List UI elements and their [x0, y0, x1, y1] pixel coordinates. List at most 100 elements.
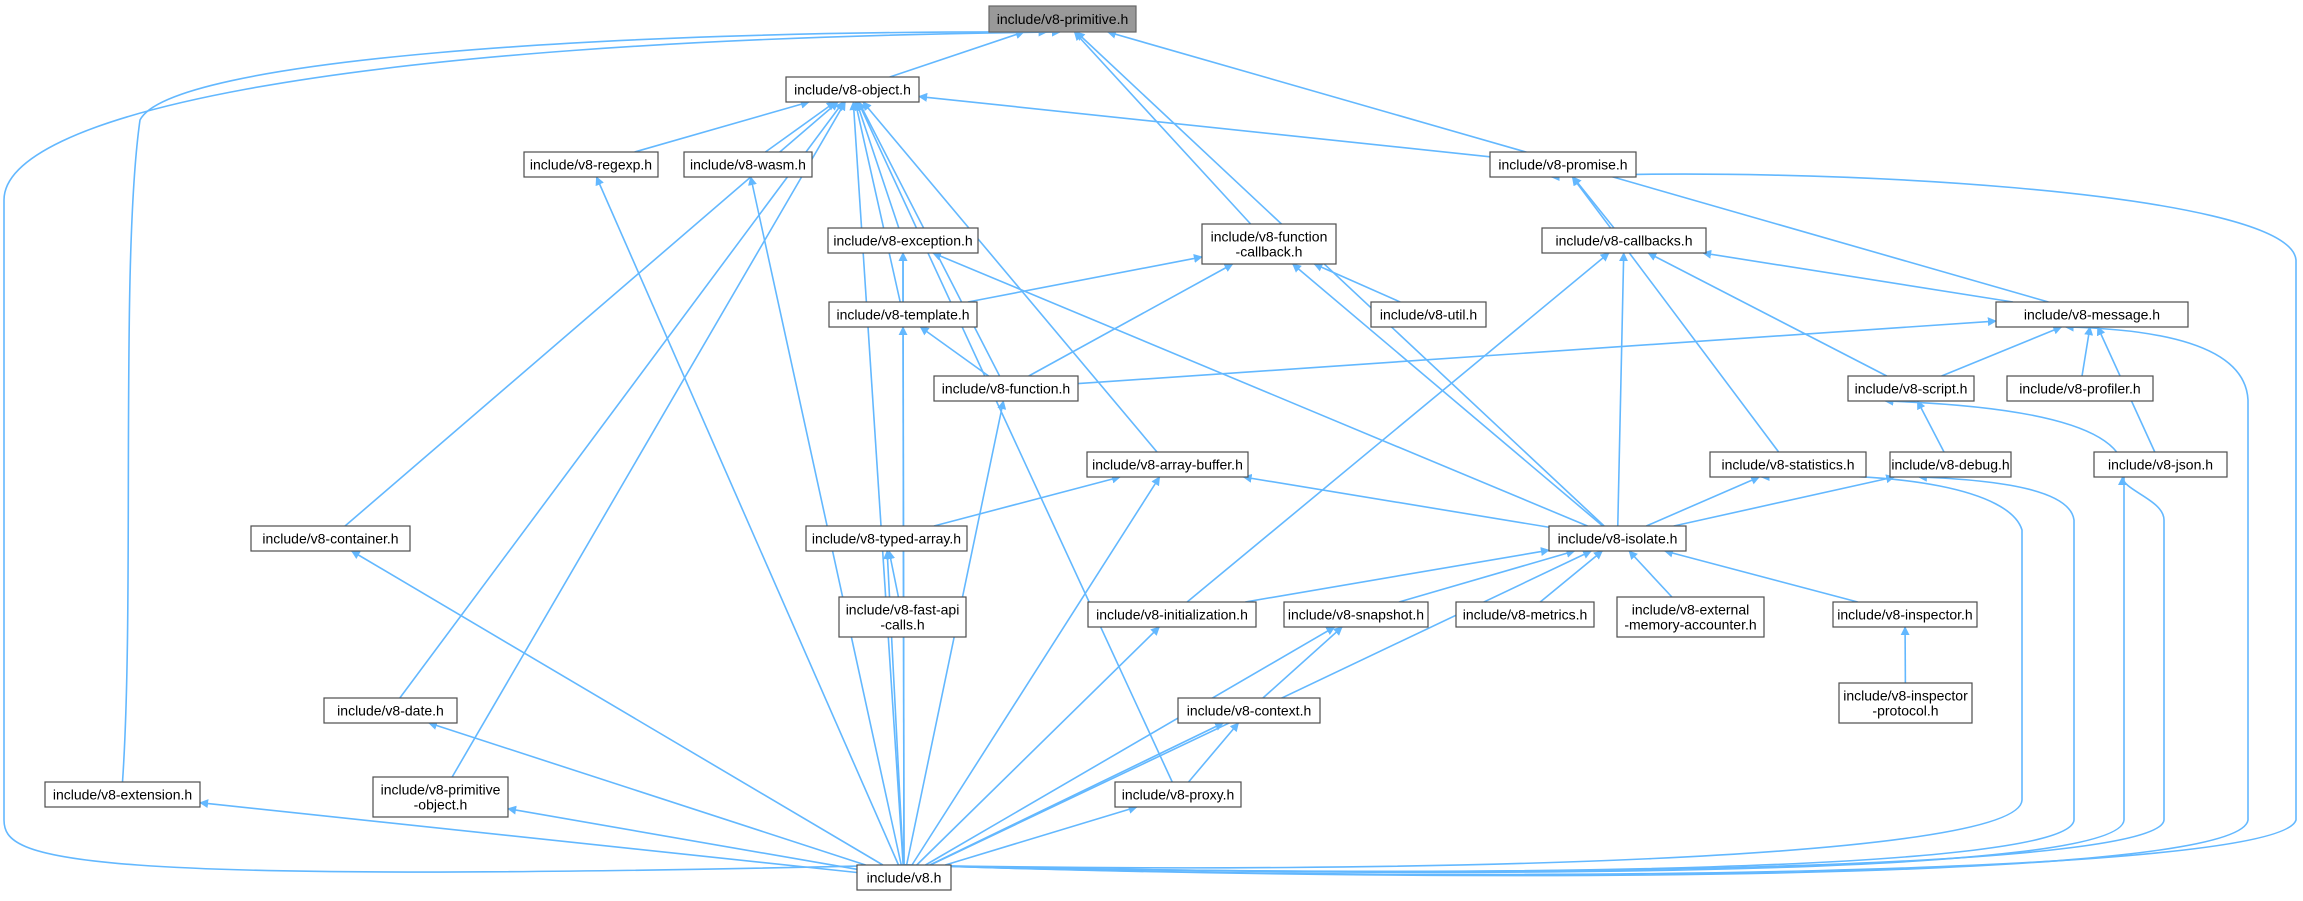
node-label: include/v8-object.h [794, 82, 911, 98]
node-box [1087, 601, 1257, 628]
node-primitive[interactable]: include/v8-primitive.h [988, 5, 1137, 33]
node-array-buffer[interactable]: include/v8-array-buffer.h [1086, 451, 1249, 478]
node-date[interactable]: include/v8-date.h [323, 697, 458, 724]
edge-statistics-to-promise [1571, 176, 1780, 453]
node-typed-array[interactable]: include/v8-typed-array.h [805, 525, 968, 552]
node-box [933, 375, 1079, 402]
node-box [828, 301, 978, 328]
nodes-layer: include/v8-primitive.h include/v8-object.… [44, 5, 2228, 891]
node-v8[interactable]: include/v8.h [856, 864, 952, 891]
edge-v8-to-wasm [748, 176, 903, 866]
edge-isolate-to-function_callback [1291, 263, 1604, 527]
edge-v8-to-regexp [595, 176, 900, 866]
node-label: include/v8-function [1211, 229, 1328, 245]
node-label: -object.h [414, 797, 468, 813]
edge-function-to-message [1077, 317, 1997, 385]
node-external-mem[interactable]: include/v8-external-memory-accounter.h [1616, 596, 1765, 638]
node-box [827, 227, 979, 254]
node-message[interactable]: include/v8-message.h [1995, 301, 2189, 328]
node-box [1838, 682, 1973, 724]
node-fast-api[interactable]: include/v8-fast-api-calls.h [838, 596, 967, 638]
node-box [1086, 451, 1249, 478]
node-box [2006, 375, 2154, 402]
edge-initialization-to-isolate [1245, 547, 1550, 603]
node-initialization[interactable]: include/v8-initialization.h [1087, 601, 1257, 628]
node-promise[interactable]: include/v8-promise.h [1489, 151, 1637, 178]
node-box [372, 776, 509, 818]
node-context[interactable]: include/v8-context.h [1177, 697, 1321, 724]
edge-v8-to-promise [903, 172, 2297, 876]
edge-v8-to-context [929, 722, 1224, 866]
node-template[interactable]: include/v8-template.h [828, 301, 978, 328]
node-object[interactable]: include/v8-object.h [785, 76, 920, 103]
edge-isolate-to-debug [1673, 474, 1896, 527]
node-regexp[interactable]: include/v8-regexp.h [523, 151, 659, 178]
node-label: include/v8-typed-array.h [812, 531, 961, 547]
edge-initialization-to-callbacks [1186, 252, 1610, 603]
edge-template-to-object [852, 101, 901, 303]
node-inspector-protocol[interactable]: include/v8-inspector-protocol.h [1838, 682, 1973, 724]
node-label: include/v8-initialization.h [1096, 607, 1248, 623]
node-exception[interactable]: include/v8-exception.h [827, 227, 979, 254]
node-profiler[interactable]: include/v8-profiler.h [2006, 375, 2154, 402]
node-box [1889, 451, 2012, 478]
node-label: -memory-accounter.h [1624, 617, 1756, 633]
node-wasm[interactable]: include/v8-wasm.h [683, 151, 813, 178]
node-box [1548, 525, 1687, 552]
edge-v8-to-template [898, 326, 908, 866]
node-label: include/v8-snapshot.h [1288, 607, 1424, 623]
edge-proxy-to-object [857, 101, 1173, 783]
edge-script-to-callbacks [1647, 252, 1888, 377]
edge-util-to-function_callback [1313, 263, 1401, 303]
edge-v8-to-proxy [945, 805, 1138, 866]
node-snapshot[interactable]: include/v8-snapshot.h [1283, 601, 1429, 628]
edge-function-to-function_callback [1028, 263, 1234, 377]
edge-regexp-to-object [634, 99, 810, 153]
node-label: include/v8-wasm.h [690, 157, 806, 173]
node-metrics[interactable]: include/v8-metrics.h [1455, 601, 1595, 628]
node-label: include/v8-inspector.h [1837, 607, 1972, 623]
node-box [1114, 781, 1242, 808]
node-label: include/v8-function.h [942, 381, 1070, 397]
edge-profiler-to-message [2081, 326, 2094, 377]
node-callbacks[interactable]: include/v8-callbacks.h [1541, 227, 1707, 254]
edge-typed_array-to-array_buffer [933, 474, 1121, 527]
node-box [856, 864, 952, 891]
node-label: include/v8-array-buffer.h [1092, 457, 1243, 473]
node-label: include/v8-container.h [262, 531, 398, 547]
node-label: include/v8-script.h [1855, 381, 1968, 397]
node-box [1995, 301, 2189, 328]
node-proxy[interactable]: include/v8-proxy.h [1114, 781, 1242, 808]
edge-isolate-to-exception [932, 251, 1588, 527]
edge-message-to-callbacks [1702, 249, 2014, 303]
node-function[interactable]: include/v8-function.h [933, 375, 1079, 402]
node-isolate[interactable]: include/v8-isolate.h [1548, 525, 1687, 552]
node-label: include/v8-date.h [337, 703, 444, 719]
node-debug[interactable]: include/v8-debug.h [1889, 451, 2012, 478]
node-label: include/v8-profiler.h [2019, 381, 2140, 397]
node-util[interactable]: include/v8-util.h [1370, 301, 1487, 328]
node-json[interactable]: include/v8-json.h [2093, 451, 2228, 478]
edge-primitive_object-to-object [451, 101, 846, 778]
node-box [523, 151, 659, 178]
node-label: include/v8-fast-api [846, 602, 960, 618]
node-box [1489, 151, 1637, 178]
node-function-callback[interactable]: include/v8-function-callback.h [1201, 223, 1337, 265]
node-script[interactable]: include/v8-script.h [1847, 375, 1975, 402]
edge-function_callback-to-primitive [1073, 31, 1252, 225]
node-label: include/v8-isolate.h [1558, 531, 1678, 547]
node-container[interactable]: include/v8-container.h [250, 525, 411, 552]
node-primitive-object[interactable]: include/v8-primitive-object.h [372, 776, 509, 818]
edge-v8-to-array_buffer [911, 476, 1161, 866]
node-label: include/v8-debug.h [1891, 457, 2009, 473]
edge-inspector-to-isolate [1663, 548, 1858, 603]
node-box [988, 5, 1137, 33]
edge-template-to-function_callback [967, 254, 1203, 303]
node-label: include/v8-template.h [836, 307, 969, 323]
node-box [44, 781, 201, 808]
node-inspector[interactable]: include/v8-inspector.h [1832, 601, 1978, 628]
node-extension[interactable]: include/v8-extension.h [44, 781, 201, 808]
node-statistics[interactable]: include/v8-statistics.h [1709, 451, 1867, 478]
edge-promise-to-object [918, 92, 1491, 158]
